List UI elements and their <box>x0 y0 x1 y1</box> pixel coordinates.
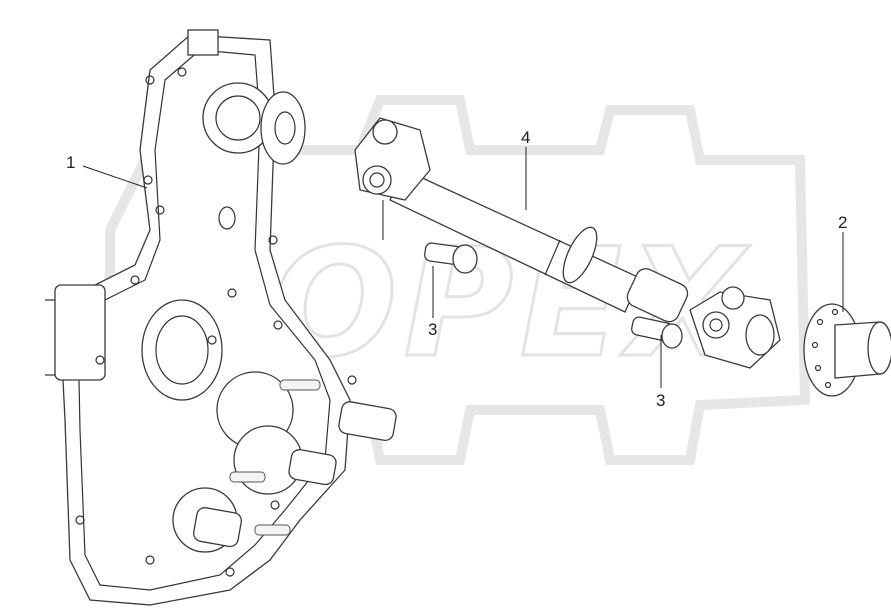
callout-1: 1 <box>66 153 75 172</box>
flange-bolt-holes <box>811 308 839 389</box>
flange-hub-end <box>867 321 891 375</box>
bolt-upper <box>424 242 478 274</box>
ujoint-left-cap-bottom <box>362 165 392 195</box>
splined-shaft-middle <box>288 449 337 486</box>
ujoint-right-cap-top <box>721 286 745 310</box>
pin-2 <box>229 471 266 483</box>
pin-3 <box>254 524 291 536</box>
bolt-lower <box>631 316 683 349</box>
ujoint-left-cap-top <box>372 119 398 145</box>
middle-cover <box>141 299 223 401</box>
side-mounted-unit <box>54 284 106 381</box>
ujoint-right-flange-face <box>745 314 775 356</box>
housing-bolts <box>75 67 357 577</box>
ujoint-right-cap-left <box>702 311 730 339</box>
shaft-tube-seam <box>544 239 561 276</box>
shaft-spline-section <box>626 268 689 323</box>
housing-port <box>218 206 236 230</box>
universal-joint-left <box>354 117 431 201</box>
callout-4: 4 <box>521 128 530 147</box>
callout-2: 2 <box>838 213 847 232</box>
callouts: 1 2 3 3 4 <box>66 128 847 410</box>
housing-inner-outline <box>77 49 331 591</box>
housing-top-block <box>187 29 219 56</box>
upper-bearing-inner <box>215 95 261 141</box>
gearbox-housing <box>45 29 397 606</box>
callout-3-upper: 3 <box>428 320 437 339</box>
callout-3-lower: 3 <box>656 391 665 410</box>
cardan-shaft <box>354 117 781 369</box>
pin-1 <box>279 379 321 391</box>
splined-shaft-lower <box>192 507 242 548</box>
leader-lines <box>82 147 844 388</box>
leader-1 <box>82 165 148 189</box>
output-flange-bore <box>274 111 296 145</box>
output-flange <box>260 91 306 165</box>
splined-shaft-upper <box>338 401 397 442</box>
middle-cover-inner <box>155 315 209 385</box>
flange <box>803 303 891 397</box>
universal-joint-right <box>689 286 781 369</box>
shaft-sleeve <box>562 226 598 284</box>
